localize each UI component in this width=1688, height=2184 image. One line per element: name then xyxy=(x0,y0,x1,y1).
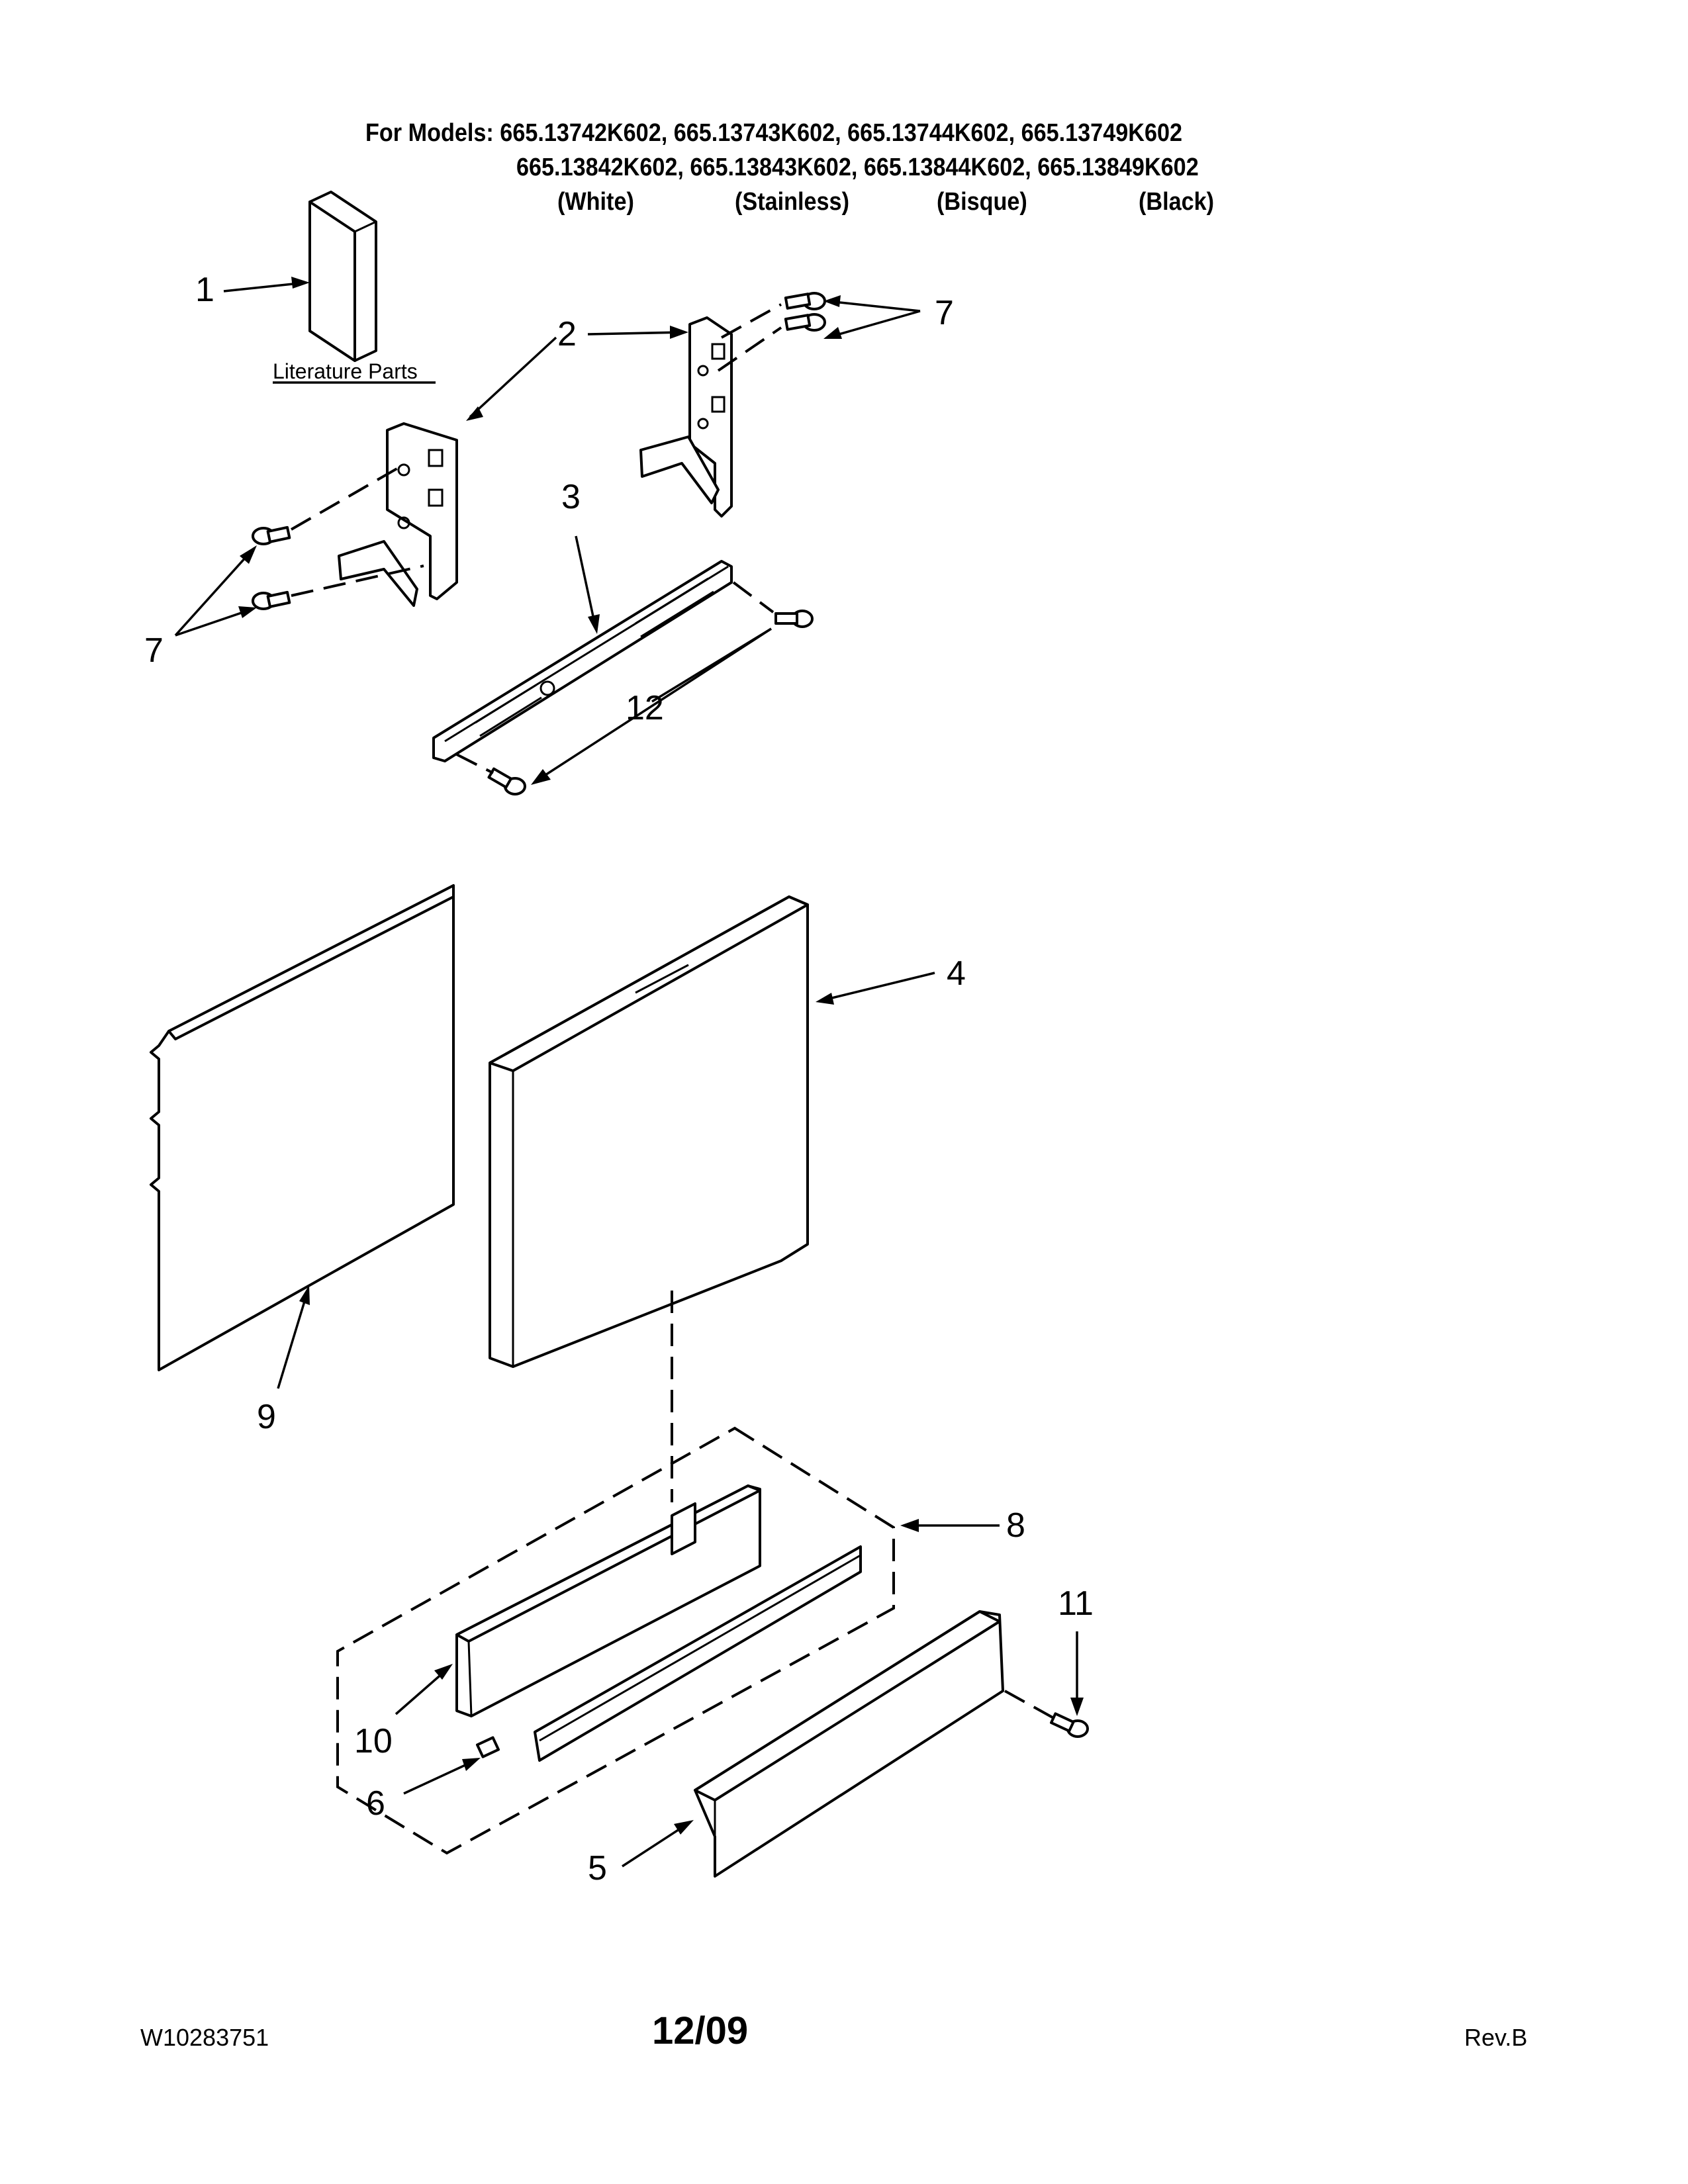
callout-4: 4 xyxy=(947,954,966,993)
callout-9: 9 xyxy=(257,1398,276,1436)
screw-12-left xyxy=(487,767,526,796)
screw-11 xyxy=(1050,1712,1089,1738)
screw-7-upper-a xyxy=(784,292,826,310)
assembly-boundary xyxy=(336,1426,895,1855)
mounting-rail xyxy=(432,560,733,762)
literature-booklet xyxy=(308,191,377,362)
callout-3: 3 xyxy=(561,478,581,516)
side-panel-left xyxy=(150,884,455,1371)
screw-7-lower-b xyxy=(252,590,291,610)
stiffener-strip xyxy=(534,1545,862,1762)
screw-7-lower-a xyxy=(252,525,291,545)
models-line-1: For Models: 665.13742K602, 665.13743K602… xyxy=(365,119,1183,147)
color-black: (Black) xyxy=(1139,188,1215,216)
models-line-2: 665.13842K602, 665.13843K602, 665.13844K… xyxy=(516,154,1199,181)
screw-12-right xyxy=(774,610,814,628)
color-stainless: (Stainless) xyxy=(735,188,849,216)
callout-2: 2 xyxy=(557,315,577,353)
revision-date: 12/09 xyxy=(652,2009,749,2052)
callout-7-upper: 7 xyxy=(935,294,954,332)
callout-5: 5 xyxy=(588,1849,607,1888)
callout-6: 6 xyxy=(366,1784,385,1823)
color-white: (White) xyxy=(557,188,634,216)
callout-11: 11 xyxy=(1058,1584,1094,1623)
mounting-bracket-left xyxy=(338,422,458,607)
toe-kick-panel xyxy=(694,1610,1004,1878)
color-bisque: (Bisque) xyxy=(937,188,1027,216)
document-number: W10283751 xyxy=(140,2024,269,2051)
callout-12: 12 xyxy=(626,689,664,727)
mounting-bracket-right xyxy=(639,316,733,518)
callout-7-lower: 7 xyxy=(144,631,164,670)
literature-parts-label: Literature Parts xyxy=(273,359,418,383)
callout-1: 1 xyxy=(195,271,214,309)
clip xyxy=(475,1736,500,1758)
revision-label: Rev.B xyxy=(1464,2024,1528,2051)
callout-8: 8 xyxy=(1006,1506,1025,1545)
insulation-pad xyxy=(455,1484,761,1717)
front-panel xyxy=(489,895,809,1368)
leader-lines xyxy=(174,277,1084,1868)
screw-7-upper-b xyxy=(784,313,826,332)
callout-10: 10 xyxy=(354,1722,393,1760)
